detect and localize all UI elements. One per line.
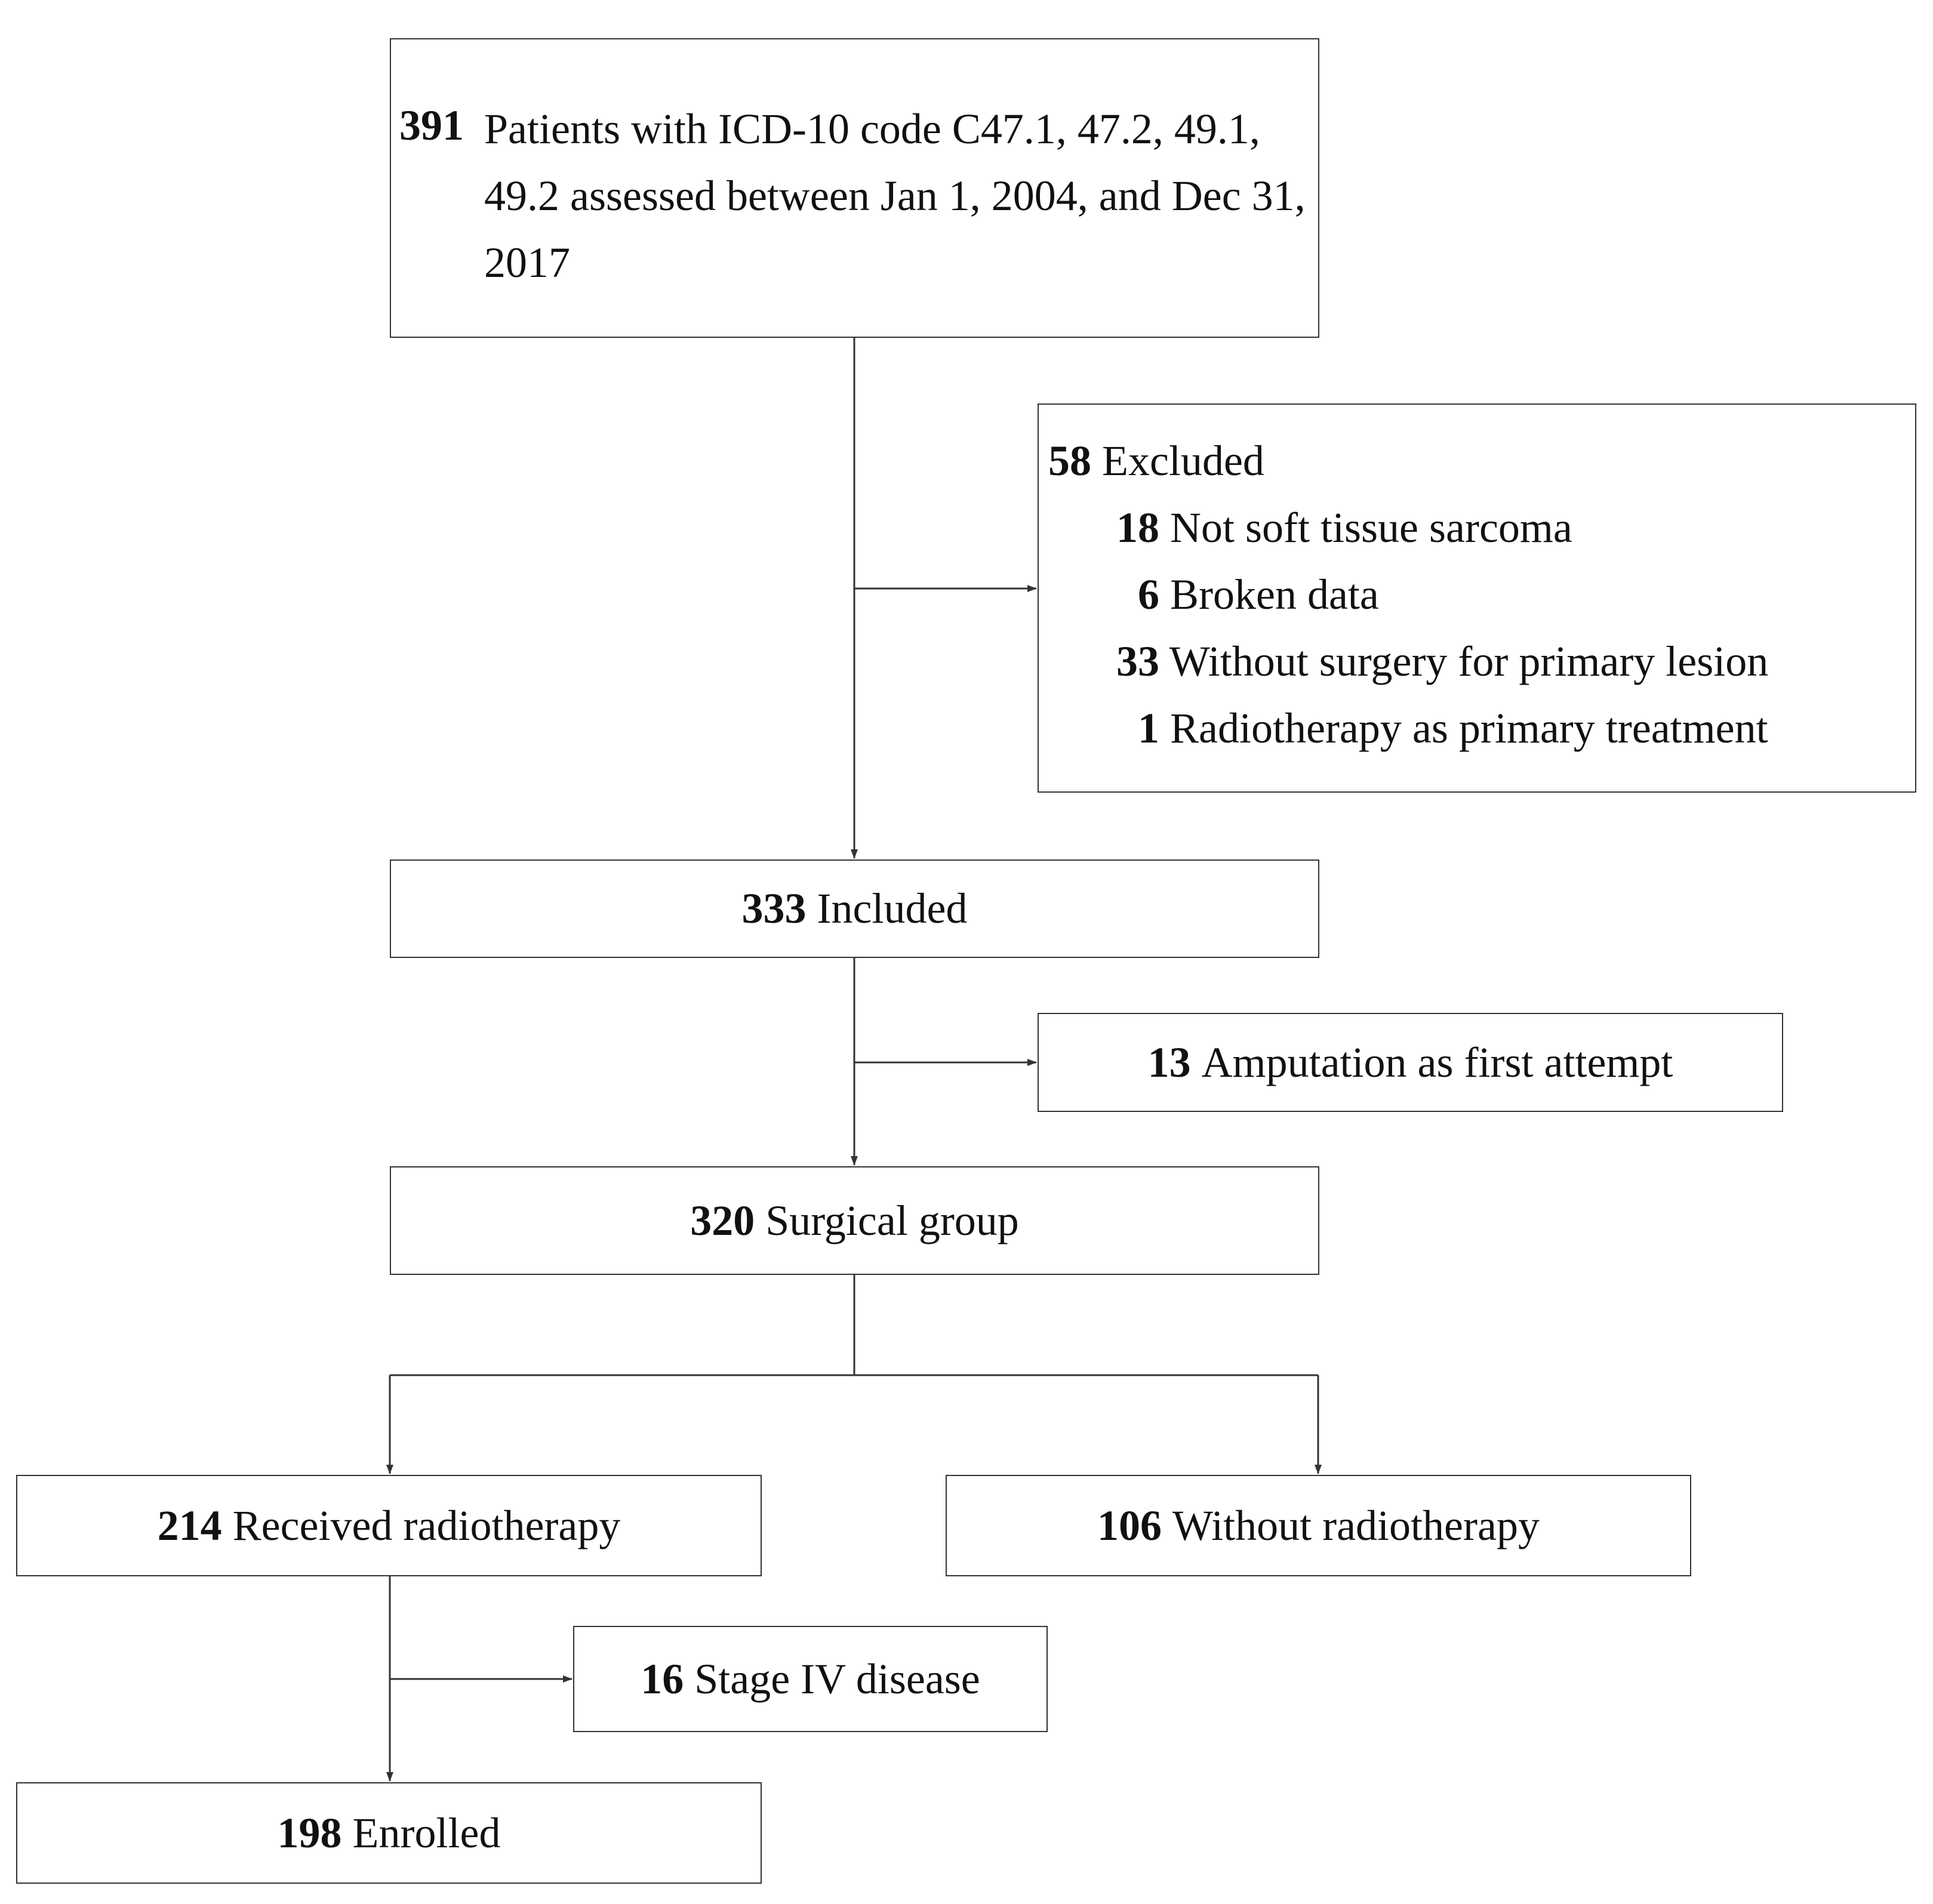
exclusion-reason: 6 Broken data bbox=[1109, 561, 1379, 628]
included-box: 333 Included bbox=[390, 859, 1319, 958]
enrolled-box: 198 Enrolled bbox=[16, 1782, 762, 1884]
amputation-count: 13 bbox=[1147, 1038, 1191, 1086]
amputation-box: 13 Amputation as first attempt bbox=[1038, 1013, 1783, 1112]
screened-box: 391 Patients with ICD-10 code C47.1, 47.… bbox=[390, 38, 1319, 338]
excluded-label: Excluded bbox=[1102, 437, 1264, 485]
enrolled-count: 198 bbox=[277, 1809, 342, 1857]
excluded-box: 58 Excluded 18 Not soft tissue sarcoma 6… bbox=[1038, 403, 1916, 793]
exclusion-reason-count: 18 bbox=[1116, 504, 1159, 552]
exclusion-reason: 33 Without surgery for primary lesion bbox=[1109, 628, 1768, 695]
excluded-count: 58 bbox=[1048, 437, 1091, 485]
screened-description: Patients with ICD-10 code C47.1, 47.2, 4… bbox=[484, 105, 1306, 286]
no-radiotherapy-label: Without radiotherapy bbox=[1172, 1501, 1540, 1549]
exclusion-reason-label: Broken data bbox=[1170, 571, 1379, 618]
stage-iv-label: Stage IV disease bbox=[694, 1655, 980, 1703]
radiotherapy-label: Received radiotherapy bbox=[232, 1501, 621, 1549]
surgical-count: 320 bbox=[690, 1196, 755, 1244]
exclusion-reason-count: 33 bbox=[1116, 637, 1159, 685]
included-label: Included bbox=[817, 885, 968, 933]
exclusion-reason-count: 1 bbox=[1138, 704, 1159, 752]
exclusion-reason: 1 Radiotherapy as primary treatment bbox=[1109, 695, 1768, 762]
exclusion-reason-label: Radiotherapy as primary treatment bbox=[1170, 704, 1768, 752]
surgical-label: Surgical group bbox=[765, 1196, 1019, 1244]
radiotherapy-box: 214 Received radiotherapy bbox=[16, 1475, 762, 1576]
stage-iv-box: 16 Stage IV disease bbox=[573, 1626, 1048, 1732]
radiotherapy-count: 214 bbox=[157, 1501, 222, 1549]
screened-count: 391 bbox=[399, 101, 464, 149]
no-radiotherapy-count: 106 bbox=[1097, 1501, 1162, 1549]
enrolled-label: Enrolled bbox=[352, 1809, 501, 1857]
surgical-group-box: 320 Surgical group bbox=[390, 1166, 1319, 1275]
excluded-header-line: 58 Excluded bbox=[1048, 427, 1264, 494]
included-count: 333 bbox=[741, 885, 807, 933]
exclusion-reason-label: Not soft tissue sarcoma bbox=[1170, 504, 1572, 552]
exclusion-reason: 18 Not soft tissue sarcoma bbox=[1109, 494, 1572, 561]
no-radiotherapy-box: 106 Without radiotherapy bbox=[946, 1475, 1691, 1576]
stage-iv-count: 16 bbox=[641, 1655, 684, 1703]
exclusion-reason-label: Without surgery for primary lesion bbox=[1169, 637, 1769, 685]
exclusion-reason-count: 6 bbox=[1138, 571, 1159, 618]
amputation-label: Amputation as first attempt bbox=[1201, 1038, 1673, 1086]
